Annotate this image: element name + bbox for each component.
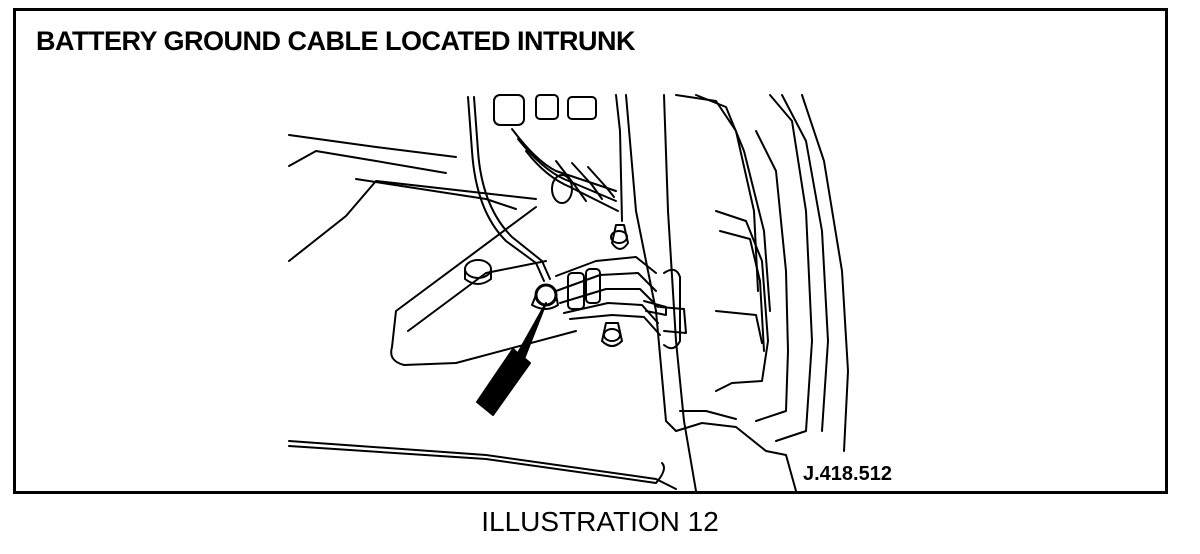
arrow-icon — [476, 302, 547, 416]
illustration-frame: BATTERY GROUND CABLE LOCATED INTRUNK — [13, 8, 1168, 494]
trunk-line-drawing — [288, 94, 849, 491]
floor-bolt — [464, 259, 492, 285]
figure-caption: ILLUSTRATION 12 — [481, 506, 719, 537]
upper-wiring-harness — [467, 94, 623, 282]
ground-cable-harness — [555, 224, 687, 350]
reference-code: J.418.512 — [803, 463, 892, 485]
trunk-side-structure — [625, 94, 849, 491]
figure-title: BATTERY GROUND CABLE LOCATED INTRUNK — [36, 26, 635, 56]
trunk-floor-panel — [288, 134, 677, 490]
